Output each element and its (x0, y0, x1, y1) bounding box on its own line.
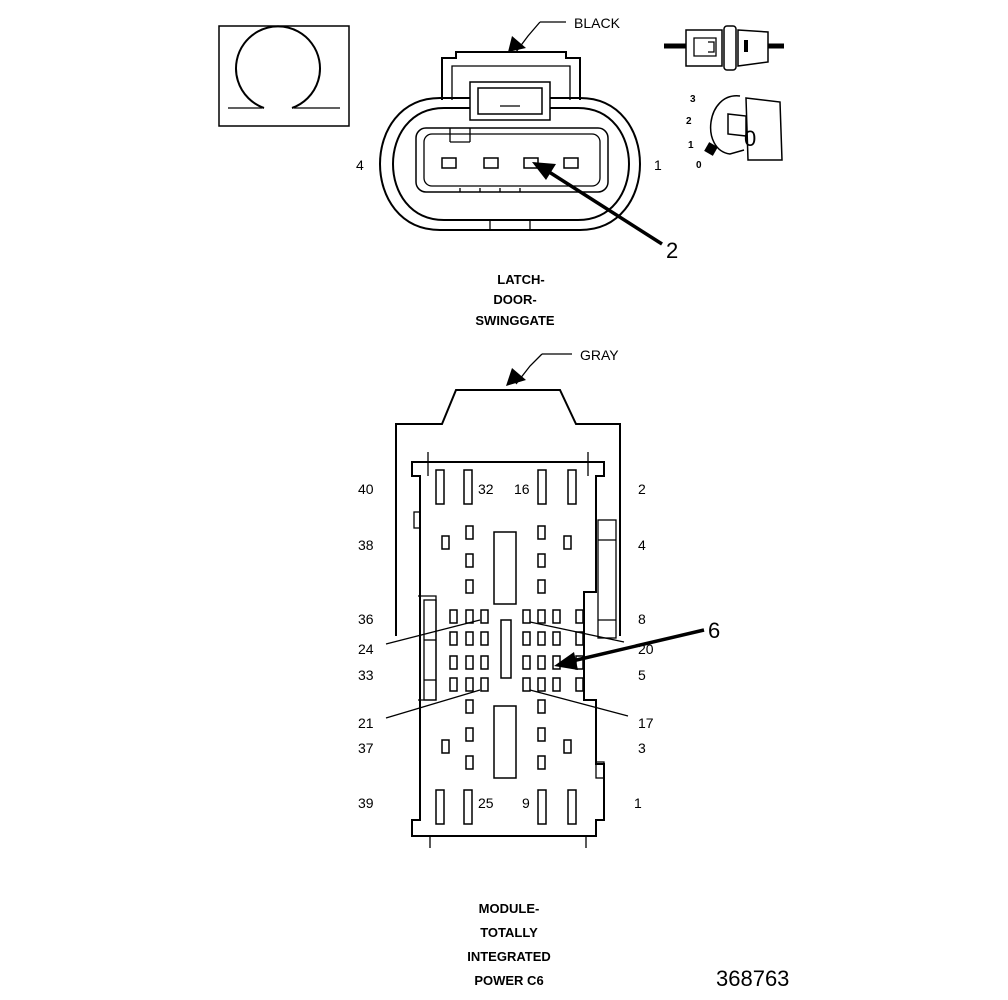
bottom-connector-callout: 6 (708, 618, 720, 643)
bottom-pin-8: 8 (638, 611, 646, 627)
bottom-pin-25: 25 (478, 795, 494, 811)
bottom-pin-17: 17 (638, 715, 654, 731)
figure-number: 368763 (716, 966, 789, 991)
bottom-pin-9: 9 (522, 795, 530, 811)
bottom-connector-color-label: GRAY (580, 347, 619, 363)
top-connector-name-line-2: DOOR- (493, 292, 536, 307)
middle-terminal-grid (449, 609, 584, 692)
bottom-pin-37: 37 (358, 740, 374, 756)
top-connector-color-label: BLACK (574, 15, 621, 31)
key-position-icon: 0 3 2 1 0 (686, 94, 783, 171)
bottom-pin-2: 2 (638, 481, 646, 497)
plug-icon (664, 25, 784, 71)
bottom-connector-name-line-3: INTEGRATED (467, 949, 551, 964)
bottom-pin-4: 4 (638, 537, 646, 553)
bottom-connector-name-line-2: TOTALLY (480, 925, 538, 940)
bottom-pin-5: 5 (638, 667, 646, 683)
bottom-pin-16: 16 (514, 481, 530, 497)
key-glyph: 0 (744, 126, 756, 151)
bottom-pin-1: 1 (634, 795, 642, 811)
bottom-pin-33: 33 (358, 667, 374, 683)
bottom-connector-name-line-4: POWER C6 (474, 973, 543, 988)
bottom-pin-40: 40 (358, 481, 374, 497)
key-position-2: 2 (686, 116, 692, 127)
key-position-0: 0 (696, 160, 702, 171)
bottom-pin-21: 21 (358, 715, 374, 731)
bottom-pin-20: 20 (638, 641, 654, 657)
bottom-pin-39: 39 (358, 795, 374, 811)
top-connector: BLACK 4 1 2 LATCH- DOOR- (356, 15, 678, 328)
bottom-pin-36: 36 (358, 611, 374, 627)
bottom-pin-32: 32 (478, 481, 494, 497)
top-connector-callout: 2 (666, 238, 678, 263)
top-connector-name-line-3: SWINGGATE (475, 313, 555, 328)
top-connector-name-line-1: LATCH- (497, 272, 544, 287)
top-connector-pin-4: 4 (356, 157, 364, 173)
bottom-pin-24: 24 (358, 641, 374, 657)
connector-face-icon (218, 25, 350, 127)
key-position-1: 1 (688, 140, 694, 151)
bottom-connector: GRAY (358, 347, 720, 988)
bottom-connector-name-line-1: MODULE- (479, 901, 540, 916)
key-position-3: 3 (690, 94, 696, 105)
bottom-pin-3: 3 (638, 740, 646, 756)
top-connector-pin-1: 1 (654, 157, 662, 173)
bottom-pin-38: 38 (358, 537, 374, 553)
